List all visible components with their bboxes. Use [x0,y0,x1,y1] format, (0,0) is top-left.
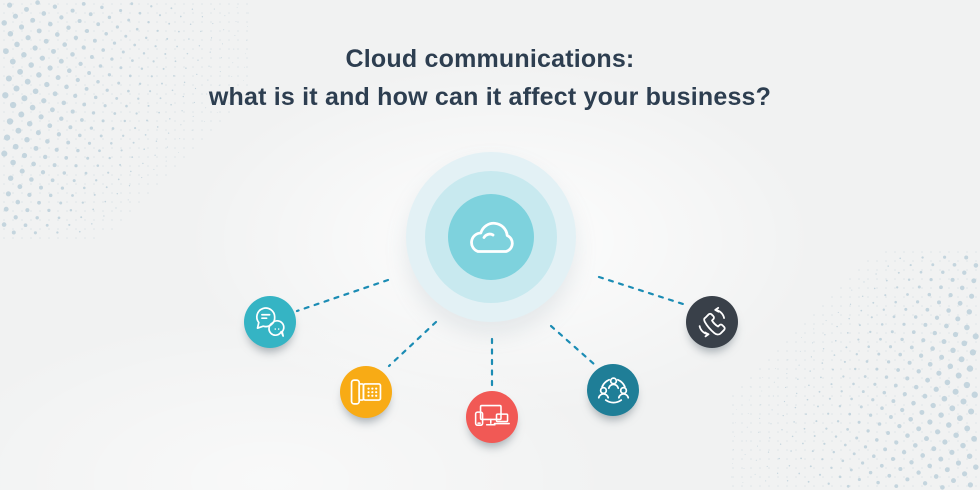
connector-to-chat [295,278,390,313]
halftone-dots-decoration-top-left [1,0,249,239]
title-line-2: what is it and how can it affect your bu… [208,83,772,111]
title-line-1: Cloud communications: [345,45,635,73]
node-conference [587,364,639,416]
background-glow [0,310,620,490]
page-title: Cloud communications: what is it and how… [0,40,980,116]
node-desk-phone [340,366,392,418]
connector-to-conference [549,324,596,366]
chat-bubbles-icon [256,307,285,337]
hub-inner-circle [448,194,534,280]
node-chat-messaging [244,296,296,348]
cloud-hub [406,152,576,322]
conference-people-icon [597,376,629,403]
connector-to-phone-call [597,275,685,306]
cloud-icon [470,221,514,253]
node-phone-call [686,296,738,348]
devices-icon [474,404,510,426]
connector-to-desk-phone [387,320,438,368]
node-devices [466,391,518,443]
halftone-dots-decoration-bottom-right [731,251,979,490]
phone-call-icon [698,306,726,338]
fax-phone-icon [350,379,382,405]
